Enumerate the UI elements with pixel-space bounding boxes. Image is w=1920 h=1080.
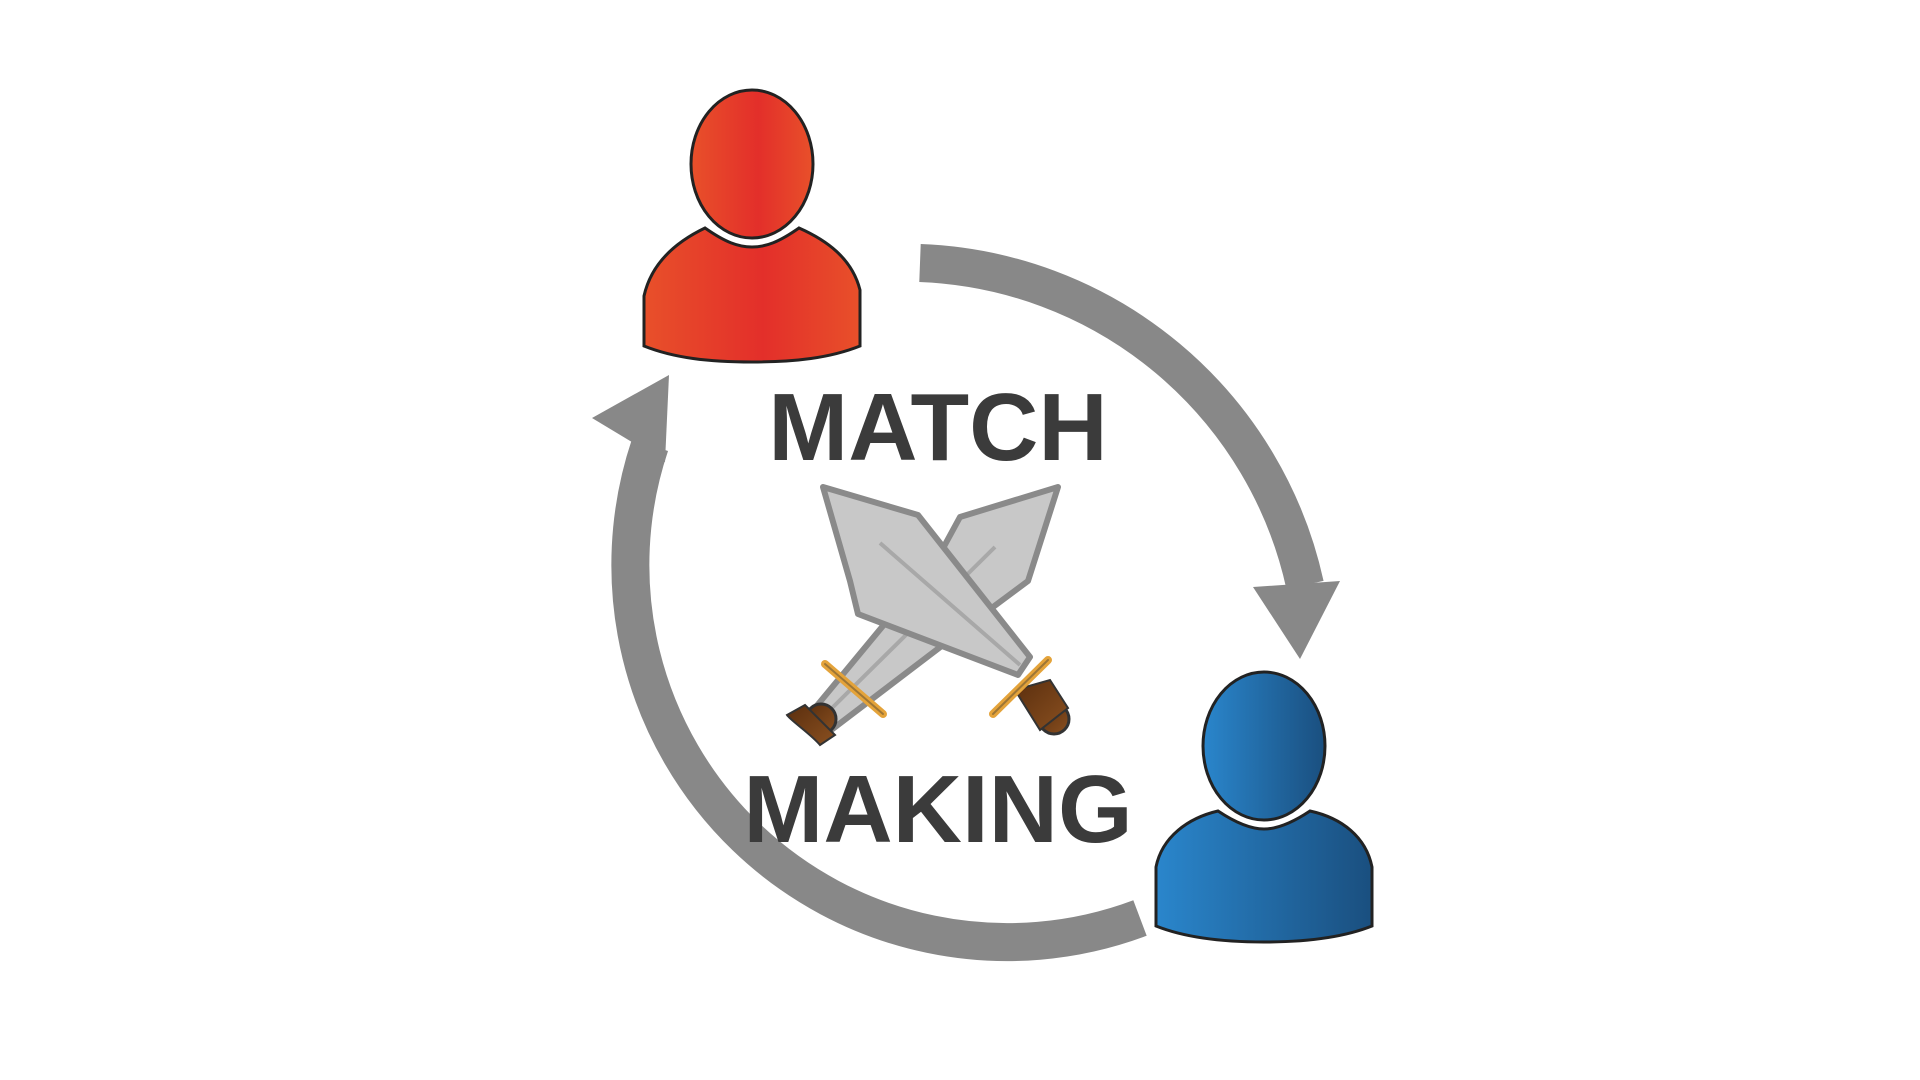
player-blue-icon [1154, 670, 1374, 944]
sword-front [820, 484, 1071, 736]
title-making: MAKING [743, 756, 1132, 863]
player-red-icon [642, 88, 862, 364]
title-match: MATCH [768, 374, 1107, 481]
cycle-arrow-top-right [919, 244, 1340, 659]
crossed-swords-icon [785, 484, 1071, 747]
cycle-arrow-bottom-left [592, 375, 1147, 962]
